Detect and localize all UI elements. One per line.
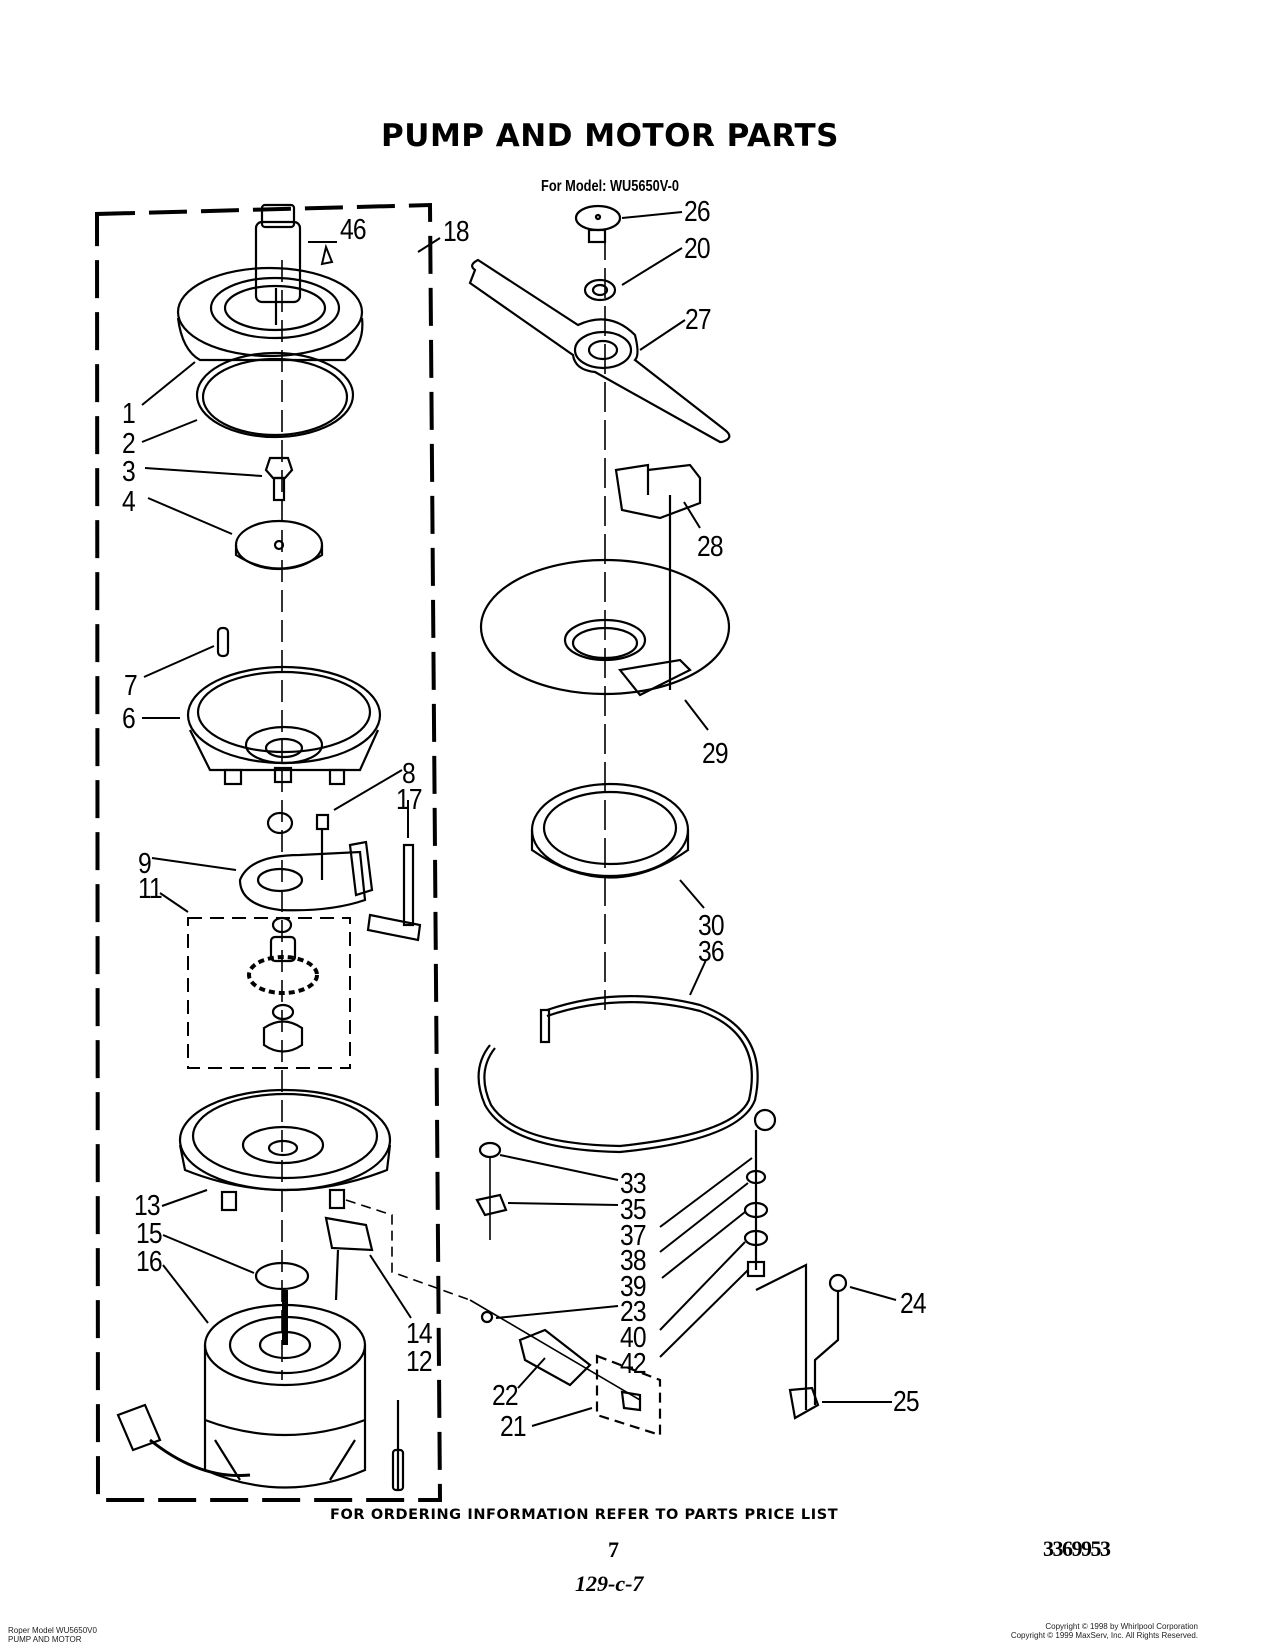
- clip-part-25: [788, 1386, 820, 1420]
- callout-17: 17: [396, 784, 423, 816]
- spray-arm-part-27: [468, 258, 731, 444]
- callout-18: 18: [443, 216, 470, 248]
- callout-40: 40: [620, 1322, 647, 1354]
- plate-part-9: [238, 840, 374, 912]
- callout-30: 30: [698, 910, 725, 942]
- callout-39: 39: [620, 1271, 647, 1303]
- o-ring-part-2: [195, 351, 355, 439]
- callout-21: 21: [500, 1411, 527, 1443]
- callout-16: 16: [136, 1246, 163, 1278]
- callout-14: 14: [406, 1318, 433, 1350]
- grommet-part-33: [478, 1141, 502, 1159]
- callout-3: 3: [122, 456, 136, 488]
- fastener-stack-parts-37-42: [743, 1108, 808, 1410]
- washer-part-20: [583, 278, 617, 302]
- callout-13: 13: [134, 1190, 161, 1222]
- callout-4: 4: [122, 486, 136, 518]
- callout-2: 2: [122, 428, 136, 460]
- connector-part-14: [324, 1216, 374, 1301]
- seal-ring-part-30: [530, 782, 690, 879]
- callout-27: 27: [685, 304, 712, 336]
- callout-37: 37: [620, 1220, 647, 1252]
- callout-33: 33: [620, 1168, 647, 1200]
- solenoid-part-22: [469, 1299, 641, 1401]
- nut-icon: [266, 811, 294, 835]
- impeller-assembly-part-11: [187, 916, 351, 1069]
- callout-26: 26: [684, 196, 711, 228]
- bolt-part-3: [264, 456, 294, 502]
- callout-1: 1: [122, 398, 136, 430]
- copyright-notice: Copyright © 1998 by Whirlpool Corporatio…: [1000, 1622, 1198, 1640]
- ordering-info-note: FOR ORDERING INFORMATION REFER TO PARTS …: [330, 1507, 839, 1523]
- motor-part-16: [116, 1290, 367, 1489]
- callout-24: 24: [900, 1288, 927, 1320]
- callout-25: 25: [893, 1386, 920, 1418]
- shaft-part-17: [366, 843, 422, 942]
- callout-23: 23: [620, 1296, 647, 1328]
- cap-part-26: [574, 204, 622, 244]
- screw-part-7: [216, 626, 230, 658]
- caption-model: Roper Model WU5650V0: [8, 1626, 97, 1635]
- callout-38: 38: [620, 1245, 647, 1277]
- callout-36: 36: [698, 936, 725, 968]
- screw-part-8: [315, 813, 330, 880]
- callout-46: 46: [340, 214, 367, 246]
- callout-22: 22: [492, 1380, 519, 1412]
- bracket-part-28: [614, 463, 702, 690]
- pump-body-part-6: [186, 665, 382, 786]
- handwritten-code: 129-c-7: [575, 1571, 644, 1596]
- bracket-part-35: [475, 1193, 508, 1217]
- washer-part-23: [480, 1310, 494, 1324]
- callout-35: 35: [620, 1194, 647, 1226]
- page-title: PUMP AND MOTOR PARTS: [381, 118, 839, 154]
- copyright-line-1: Copyright © 1998 by Whirlpool Corporatio…: [1045, 1622, 1198, 1631]
- group-box-outline: [94, 202, 443, 1502]
- callout-15: 15: [136, 1218, 163, 1250]
- nut-part-24: [813, 1273, 848, 1405]
- callout-29: 29: [702, 738, 729, 770]
- callout-20: 20: [684, 233, 711, 265]
- pump-base-part-13: [178, 1088, 392, 1212]
- callout-8: 8: [402, 758, 416, 790]
- screw-part-12: [391, 1400, 405, 1492]
- pump-housing-part-1: [176, 203, 364, 362]
- callout-42: 42: [620, 1348, 647, 1380]
- callout-6: 6: [122, 703, 136, 735]
- leader-lines: [141, 211, 897, 1427]
- callout-9: 9: [138, 848, 152, 880]
- page-number: 7: [608, 1537, 619, 1562]
- washer-part-15: [254, 1261, 310, 1291]
- wire-harness-part-36: [477, 995, 759, 1154]
- callout-11: 11: [138, 873, 163, 905]
- disc-part-4: [234, 519, 324, 571]
- copyright-line-2: Copyright © 1999 MaxServ, Inc. All Right…: [1010, 1631, 1198, 1640]
- bottom-left-caption: Roper Model WU5650V0 PUMP AND MOTOR: [8, 1626, 97, 1644]
- callout-7: 7: [124, 670, 138, 702]
- bracket-part-21: [595, 1354, 662, 1437]
- shield-disc-part-29: [479, 558, 731, 697]
- document-number: 3369953: [1043, 1536, 1111, 1561]
- callout-28: 28: [697, 531, 724, 563]
- model-subtitle: For Model: WU5650V-0: [541, 178, 679, 195]
- caption-section: PUMP AND MOTOR: [8, 1635, 82, 1644]
- callout-12: 12: [406, 1346, 433, 1378]
